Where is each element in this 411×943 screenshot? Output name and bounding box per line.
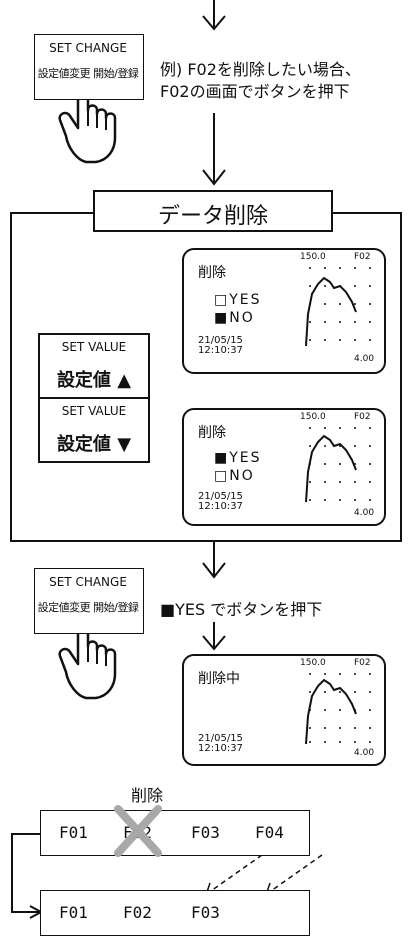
- arrow-down-icon: [202, 622, 226, 651]
- pointing-hand-icon: [58, 80, 117, 164]
- graph-x-max: 4.00: [354, 508, 375, 518]
- device-screen-confirm-yes: 削除 ■YES □NO 21/05/15 12:10:37 150.0 F02 …: [182, 408, 386, 526]
- reorder-arrow: [11, 833, 44, 919]
- dialog-title: データ削除: [93, 190, 333, 232]
- shift-arrow: [264, 854, 323, 896]
- screen-time: 12:10:37: [198, 501, 243, 512]
- instruction-text: 例) F02を削除したい場合、: [160, 60, 361, 79]
- graph-file: F02: [354, 658, 371, 668]
- device-screen-deleting: 削除中 21/05/15 12:10:37 150.0 F02 4.00: [182, 654, 386, 766]
- file-list-before: F01 F02 F03 F04: [40, 810, 310, 856]
- option-no: ■NO: [214, 310, 255, 326]
- shift-arrow: [204, 854, 263, 896]
- screen-title: 削除: [198, 265, 226, 281]
- file-item: F03: [191, 903, 220, 922]
- graph-plot: [305, 267, 371, 347]
- screen-date: 21/05/15: [198, 491, 243, 502]
- pointing-hand-icon: [58, 616, 117, 700]
- deleted-label: 削除: [131, 786, 164, 805]
- option-yes: □YES: [214, 292, 262, 308]
- dialog-title-text: データ削除: [157, 204, 268, 229]
- graph-plot: [305, 673, 371, 745]
- graph-y-max: 150.0: [300, 412, 326, 422]
- button-label-bottom: 設定値 ▲: [56, 370, 132, 391]
- file-item: F03: [191, 823, 220, 842]
- graph-file: F02: [354, 412, 371, 422]
- button-label-top: SET CHANGE: [49, 575, 127, 589]
- graph-file: F02: [354, 252, 371, 262]
- arrow-down-icon: [202, 0, 226, 31]
- set-value-up-button[interactable]: SET VALUE 設定値 ▲: [38, 333, 150, 399]
- graph-plot: [305, 427, 371, 503]
- option-no: □NO: [214, 468, 255, 484]
- set-change-button[interactable]: SET CHANGE 設定値変更 開始/登録: [34, 568, 144, 634]
- graph-x-max: 4.00: [354, 354, 375, 364]
- graph-x-max: 4.00: [354, 748, 375, 758]
- screen-date: 21/05/15: [198, 335, 243, 346]
- option-yes: ■YES: [214, 450, 262, 466]
- screen-time: 12:10:37: [198, 345, 243, 356]
- screen-title: 削除中: [198, 671, 240, 687]
- button-label-top: SET CHANGE: [49, 41, 127, 55]
- file-item: F01: [59, 903, 88, 922]
- file-item: F02: [123, 903, 152, 922]
- button-label-top: SET VALUE: [61, 340, 127, 354]
- button-label-bottom: 設定値変更 開始/登録: [37, 67, 139, 80]
- screen-title: 削除: [198, 425, 226, 441]
- screen-time: 12:10:37: [198, 743, 243, 754]
- screen-date: 21/05/15: [198, 733, 243, 744]
- arrow-down-icon: [202, 541, 226, 579]
- arrow-down-icon: [202, 113, 226, 186]
- delete-cross-icon: [114, 805, 162, 857]
- button-label-bottom: 設定値 ▼: [56, 434, 132, 455]
- file-item: F04: [255, 823, 284, 842]
- device-screen-confirm-no: 削除 □YES ■NO 21/05/15 12:10:37 150.0 F02 …: [182, 248, 386, 374]
- button-label-top: SET VALUE: [61, 404, 127, 418]
- instruction-text: ■YES でボタンを押下: [160, 600, 323, 619]
- graph-y-max: 150.0: [300, 252, 326, 262]
- file-list-after: F01 F02 F03: [40, 890, 310, 936]
- set-change-button[interactable]: SET CHANGE 設定値変更 開始/登録: [34, 34, 144, 100]
- graph-y-max: 150.0: [300, 658, 326, 668]
- set-value-down-button[interactable]: SET VALUE 設定値 ▼: [38, 397, 150, 463]
- instruction-text: F02の画面でボタンを押下: [160, 82, 350, 101]
- file-item: F01: [59, 823, 88, 842]
- button-label-bottom: 設定値変更 開始/登録: [37, 601, 139, 614]
